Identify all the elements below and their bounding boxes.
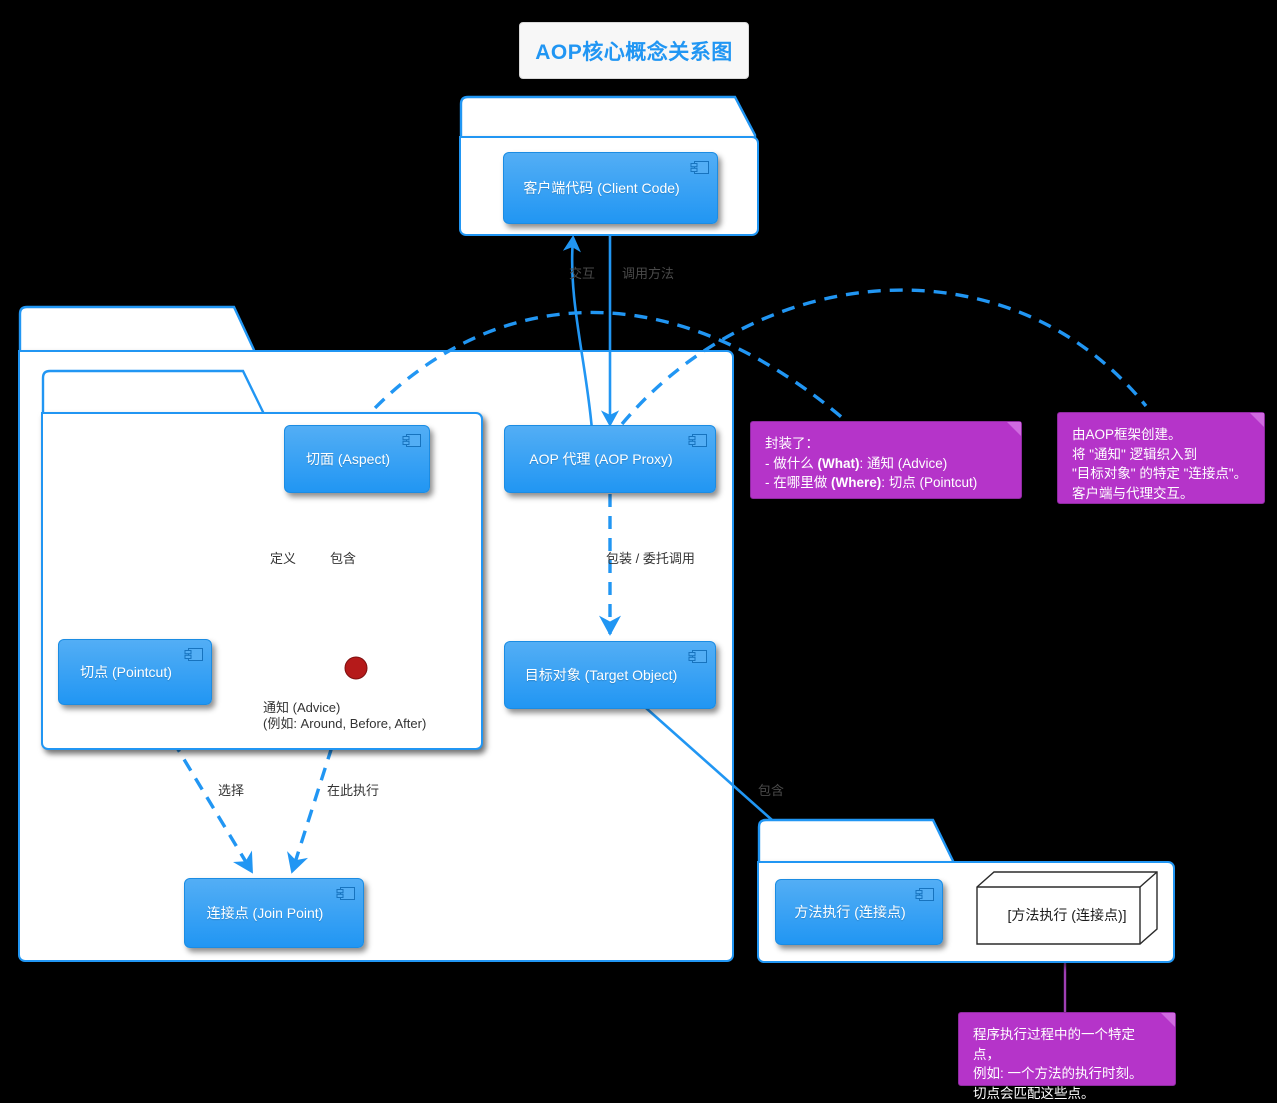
diagram-title: AOP核心概念关系图 <box>519 22 749 79</box>
note-fold-corner <box>1161 1013 1175 1027</box>
note-join-point-line1: 程序执行过程中的一个特定点， <box>973 1027 1135 1062</box>
note-fold-corner <box>1250 413 1264 427</box>
component-join-point[interactable]: 连接点 (Join Point) <box>184 878 364 948</box>
uml-component-icon <box>336 887 355 900</box>
edge-label-execute-here: 在此执行 <box>327 783 380 798</box>
note-aspect-line2: - 做什么 (What): 通知 (Advice) <box>765 455 948 471</box>
edge-label-define: 定义 <box>270 551 297 566</box>
component-aop-proxy[interactable]: AOP 代理 (AOP Proxy) <box>504 425 716 493</box>
advice-node-dot[interactable] <box>340 652 374 686</box>
edge-label-wrap-delegate: 包装 / 委托调用 <box>606 551 695 566</box>
component-pointcut-label: 切点 (Pointcut) <box>80 663 172 680</box>
note-join-point-line2: 例如: 一个方法的执行时刻。 <box>973 1066 1143 1082</box>
diagram-title-text: AOP核心概念关系图 <box>535 40 733 64</box>
note-aspect: 封装了： - 做什么 (What): 通知 (Advice) - 在哪里做 (W… <box>750 421 1022 499</box>
note-proxy-line3: "目标对象" 的特定 "连接点"。 <box>1072 466 1248 482</box>
node-method-execution-label: [方法执行 (连接点)] <box>1007 907 1127 923</box>
edge-label-call-method: 调用方法 <box>622 266 675 281</box>
component-aop-proxy-label: AOP 代理 (AOP Proxy) <box>529 450 673 467</box>
node-method-execution[interactable]: [方法执行 (连接点)] <box>974 869 1160 947</box>
component-aspect[interactable]: 切面 (Aspect) <box>284 425 430 493</box>
component-method-execution-label: 方法执行 (连接点) <box>794 903 906 920</box>
edge-label-contains: 包含 <box>330 551 357 566</box>
note-aspect-line3: - 在哪里做 (Where): 切点 (Pointcut) <box>765 475 978 491</box>
uml-component-icon <box>915 888 934 901</box>
edge-label-select: 选择 <box>218 783 245 798</box>
note-proxy-line4: 客户端与代理交互。 <box>1072 485 1194 501</box>
note-aspect-what: (What) <box>817 455 860 471</box>
note-join-point-line3: 切点会匹配这些点。 <box>973 1085 1095 1101</box>
edge-label-advice-examples: (例如: Around, Before, After) <box>263 716 427 731</box>
note-fold-corner <box>1007 422 1021 436</box>
note-aspect-where: (Where) <box>831 475 882 491</box>
component-target-object[interactable]: 目标对象 (Target Object) <box>504 641 716 709</box>
uml-component-icon <box>402 434 421 447</box>
component-aspect-label: 切面 (Aspect) <box>305 450 390 467</box>
note-join-point: 程序执行过程中的一个特定点， 例如: 一个方法的执行时刻。 切点会匹配这些点。 <box>958 1012 1176 1101</box>
component-client-code-label: 客户端代码 (Client Code) <box>523 179 680 196</box>
note-proxy: 由AOP框架创建。 将 "通知" 逻辑织入到 "目标对象" 的特定 "连接点"。… <box>1057 412 1265 504</box>
edge-label-interact: 交互 <box>569 266 596 281</box>
uml-component-icon <box>690 161 709 174</box>
package-aspect-module-tab <box>41 369 265 417</box>
uml-component-icon <box>688 650 707 663</box>
uml-component-icon <box>688 434 707 447</box>
package-target-tab <box>757 818 955 866</box>
component-pointcut[interactable]: 切点 (Pointcut) <box>58 639 212 705</box>
note-proxy-line1: 由AOP框架创建。 <box>1072 427 1182 442</box>
component-join-point-label: 连接点 (Join Point) <box>206 904 324 921</box>
component-target-object-label: 目标对象 (Target Object) <box>524 666 678 683</box>
note-proxy-line2: 将 "通知" 逻辑织入到 <box>1072 446 1198 462</box>
edge-label-contains2: 包含 <box>758 783 785 798</box>
package-aop-framework-tab <box>18 305 256 355</box>
package-client-tab <box>459 95 757 140</box>
note-aspect-line1: 封装了： <box>765 436 819 451</box>
uml-component-icon <box>184 648 203 661</box>
node-3d-shape <box>976 871 1158 945</box>
component-method-execution[interactable]: 方法执行 (连接点) <box>775 879 943 945</box>
component-client-code[interactable]: 客户端代码 (Client Code) <box>503 152 718 224</box>
